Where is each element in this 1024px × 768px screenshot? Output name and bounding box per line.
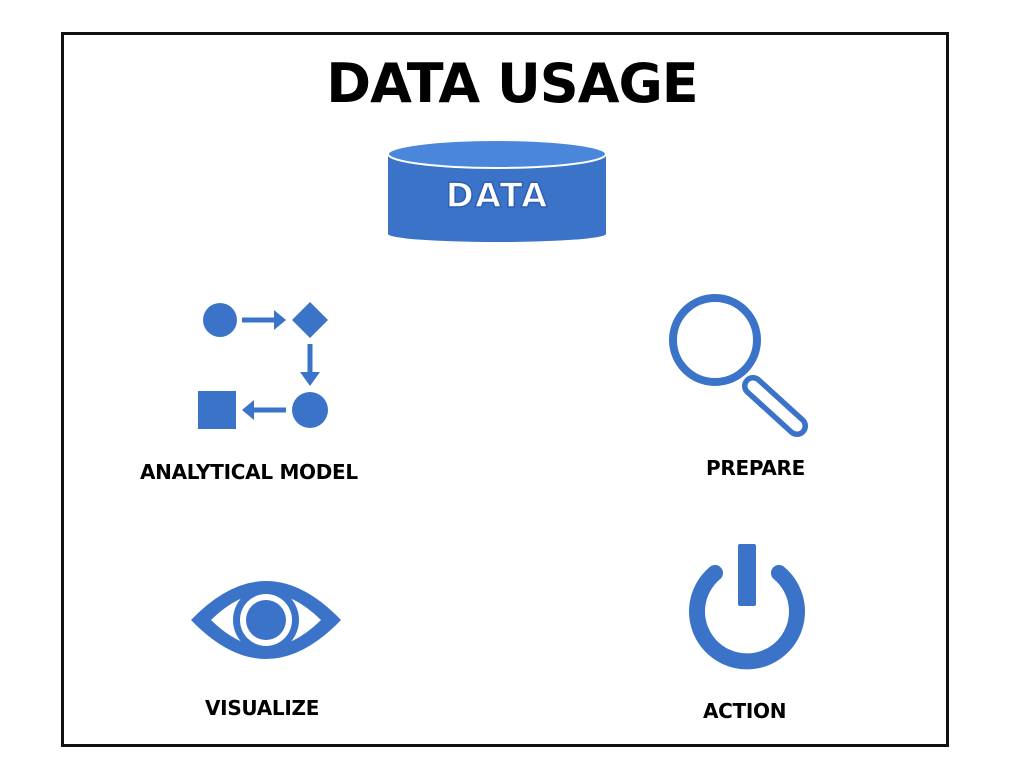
- power-icon: [689, 544, 805, 670]
- eye-icon: [191, 581, 341, 659]
- page-title: DATA USAGE: [326, 52, 698, 115]
- database-icon: [387, 139, 607, 242]
- flow-diagram-icon: [198, 302, 328, 429]
- item-label-analytical-model: ANALYTICAL MODEL: [140, 460, 358, 484]
- item-label-visualize: VISUALIZE: [205, 696, 320, 720]
- item-label-prepare: PREPARE: [706, 456, 805, 480]
- item-label-action: ACTION: [703, 699, 787, 723]
- database-label: DATA: [445, 175, 549, 217]
- magnifier-icon: [669, 294, 808, 437]
